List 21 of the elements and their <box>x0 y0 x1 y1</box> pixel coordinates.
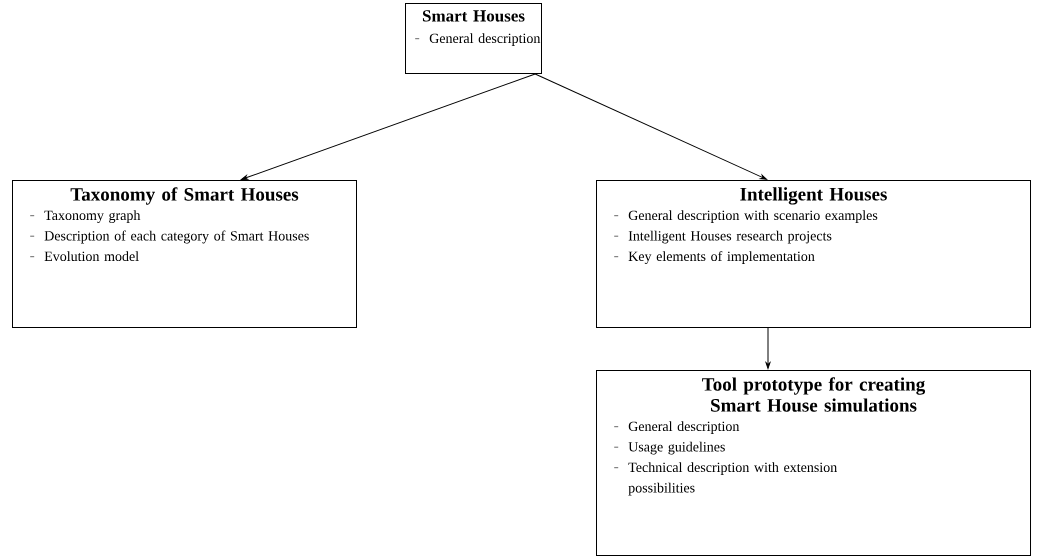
text-box <box>596 370 1031 556</box>
list-item: Description of each category of Smart Houses <box>29 230 309 244</box>
text-box <box>596 180 1031 328</box>
arrow <box>765 327 771 369</box>
heading: Tool prototype for creating Smart House simulations <box>702 377 926 412</box>
list-item: General description <box>613 421 740 434</box>
list-item: Intelligent Houses research projects <box>613 230 832 244</box>
list-item: Technical description with extension possibilities <box>613 462 837 496</box>
list-item: Taxonomy graph <box>29 210 141 223</box>
text-box <box>12 180 357 328</box>
list-item: Usage guidelines <box>613 441 725 455</box>
heading: Intelligent Houses <box>740 187 887 205</box>
list-item: Evolution model <box>29 251 139 262</box>
list-item: General description <box>414 33 541 46</box>
arrow <box>534 73 768 180</box>
arrow <box>241 73 536 180</box>
list-item: Key elements of implementation <box>613 251 815 264</box>
list-item: General description with scenario examples <box>613 210 878 223</box>
heading: Taxonomy of Smart Houses <box>70 187 299 205</box>
text-box <box>405 3 542 74</box>
heading: Smart Houses <box>422 10 525 22</box>
